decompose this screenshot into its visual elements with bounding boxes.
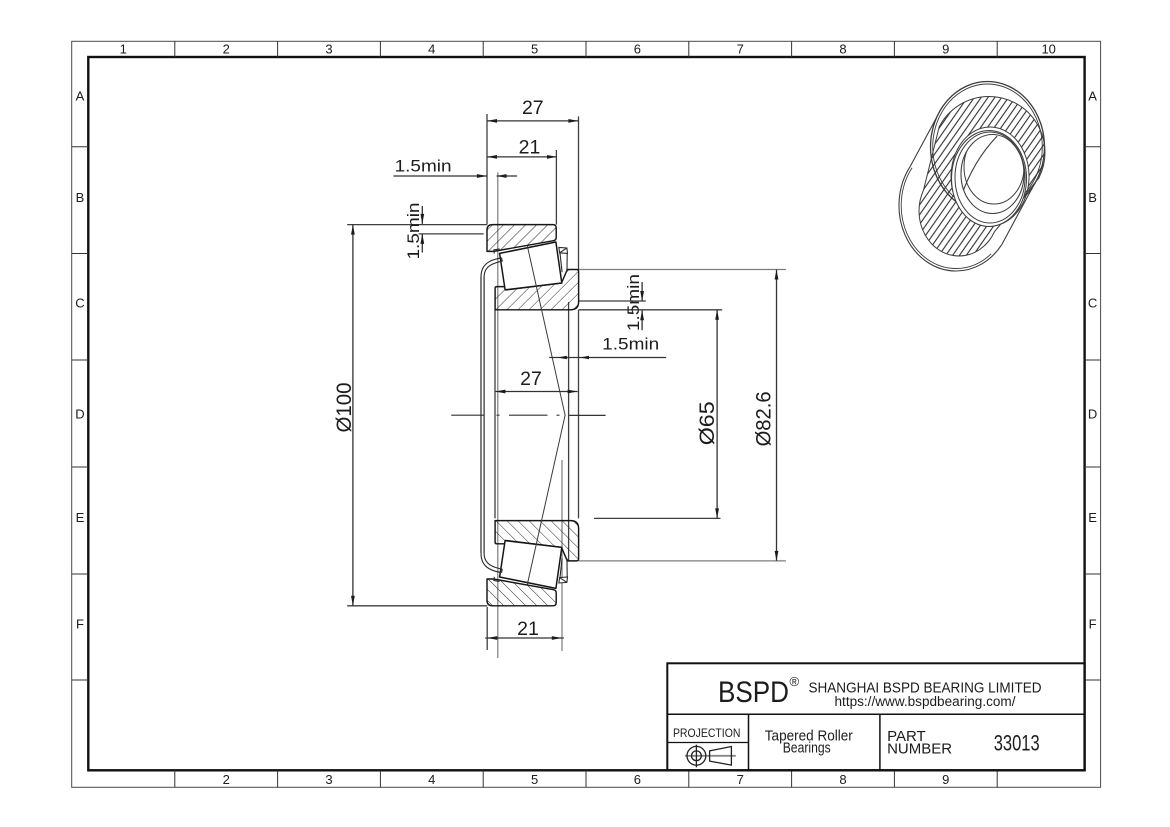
svg-text:1.5min: 1.5min: [625, 274, 643, 331]
svg-text:D: D: [1088, 407, 1097, 422]
svg-text:3: 3: [325, 42, 332, 57]
svg-text:F: F: [76, 617, 84, 632]
svg-text:A: A: [76, 89, 85, 104]
svg-text:8: 8: [839, 42, 846, 57]
svg-text:https://www.bspdbearing.com/: https://www.bspdbearing.com/: [835, 694, 1016, 709]
svg-text:1.5min: 1.5min: [602, 336, 659, 354]
svg-text:7: 7: [737, 772, 744, 787]
svg-text:F: F: [1089, 617, 1097, 632]
svg-text:B: B: [1088, 190, 1097, 205]
svg-text:Ø65: Ø65: [696, 401, 719, 445]
svg-text:33013: 33013: [994, 731, 1040, 756]
svg-text:9: 9: [942, 42, 949, 57]
svg-text:Bearings: Bearings: [783, 740, 831, 757]
svg-text:SHANGHAI BSPD BEARING LIMITED: SHANGHAI BSPD BEARING LIMITED: [809, 680, 1042, 697]
svg-text:B: B: [76, 190, 85, 205]
svg-text:C: C: [1088, 296, 1097, 311]
svg-text:6: 6: [634, 42, 641, 57]
svg-text:21: 21: [517, 618, 539, 640]
svg-text:PART: PART: [887, 728, 926, 745]
svg-text:1.5min: 1.5min: [395, 157, 452, 175]
svg-text:BSPD: BSPD: [718, 676, 789, 709]
svg-text:6: 6: [634, 772, 641, 787]
svg-text:21: 21: [519, 136, 541, 158]
svg-text:1: 1: [120, 42, 127, 57]
svg-text:1.5min: 1.5min: [405, 203, 423, 260]
svg-text:8: 8: [839, 772, 846, 787]
svg-text:®: ®: [790, 674, 800, 689]
svg-text:E: E: [76, 510, 85, 525]
svg-text:Ø100: Ø100: [333, 383, 356, 433]
svg-text:4: 4: [428, 772, 435, 787]
svg-text:10: 10: [1041, 42, 1055, 57]
svg-text:Ø82.6: Ø82.6: [752, 391, 775, 446]
svg-text:5: 5: [531, 42, 538, 57]
svg-text:D: D: [75, 407, 84, 422]
svg-text:27: 27: [522, 97, 544, 119]
svg-text:4: 4: [428, 42, 435, 57]
svg-text:NUMBER: NUMBER: [887, 741, 952, 758]
svg-text:2: 2: [223, 42, 230, 57]
svg-text:9: 9: [942, 772, 949, 787]
svg-text:7: 7: [737, 42, 744, 57]
svg-text:27: 27: [520, 368, 542, 390]
svg-text:Tapered Roller: Tapered Roller: [765, 727, 853, 744]
svg-text:A: A: [1088, 89, 1097, 104]
svg-text:C: C: [75, 296, 84, 311]
svg-text:E: E: [1088, 510, 1097, 525]
svg-text:PROJECTION: PROJECTION: [673, 728, 741, 740]
svg-text:5: 5: [531, 772, 538, 787]
svg-text:3: 3: [325, 772, 332, 787]
svg-text:2: 2: [223, 772, 230, 787]
